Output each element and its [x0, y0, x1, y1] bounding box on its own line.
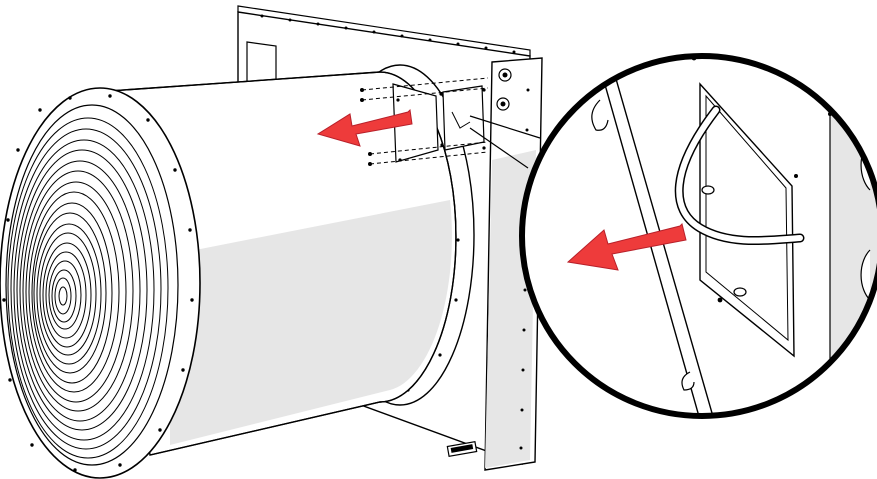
direction-arrow-small: [316, 108, 413, 147]
cover-screws: [360, 88, 486, 166]
front-flange: [0, 87, 201, 479]
screw-guide-lines: [361, 77, 489, 165]
junction-box-cover: [360, 77, 489, 166]
panel-port-holes: [496, 68, 512, 111]
magnified-panel-edge: [830, 56, 877, 416]
magnified-junction-box: [699, 82, 795, 358]
junction-box-lid: [392, 83, 439, 163]
intake-spiral-rings: [7, 117, 169, 459]
direction-arrow-large: [566, 223, 687, 271]
front-flange-bolts: [2, 94, 194, 472]
panel-top-bolts: [260, 14, 516, 54]
duct-shade: [170, 200, 452, 445]
panel-top-flange: [237, 5, 531, 56]
callout-leader-lines: [469, 115, 541, 169]
detail-magnifier: [519, 53, 877, 419]
